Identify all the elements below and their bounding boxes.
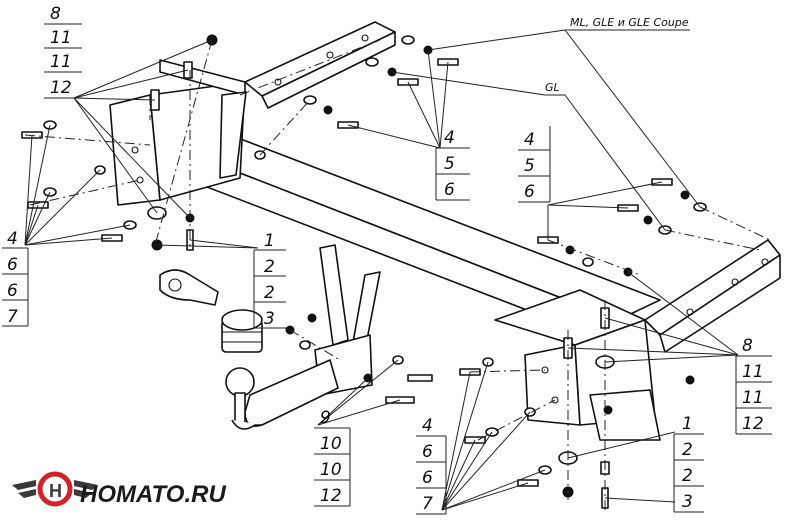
note-gl: GL <box>545 81 560 94</box>
callout-label: 5 <box>524 156 535 176</box>
callout-label: 10 <box>320 434 342 454</box>
callout-label: 11 <box>50 52 72 72</box>
callout-label: 11 <box>742 388 764 408</box>
callout-label: 2 <box>682 440 693 460</box>
callout-label: 3 <box>682 492 693 512</box>
callout-label: 2 <box>264 283 275 303</box>
callout-label: 4 <box>7 229 18 249</box>
callout-label: 10 <box>320 460 342 480</box>
callout-label: 6 <box>524 182 535 202</box>
callout-label: 1 <box>682 414 693 434</box>
right-frame-arm <box>644 239 781 353</box>
callout-label: 12 <box>320 486 342 506</box>
callout-top-center: 4 5 6 <box>435 128 470 201</box>
callout-right-mid: 8 11 11 12 <box>735 336 772 435</box>
callout-label: 2 <box>264 257 275 277</box>
callout-label: 11 <box>742 362 764 382</box>
logo-left-wing-icon <box>12 480 36 498</box>
callout-label: 6 <box>422 468 433 488</box>
callout-label: 9 <box>320 408 331 428</box>
note-ml-gle: ML, GLE и GLE Coupe <box>570 16 689 29</box>
homato-logo: H HOMATO.RU <box>12 471 226 508</box>
callout-label: 2 <box>682 466 693 486</box>
left-frame-arm <box>244 21 396 109</box>
socket-plate <box>159 269 219 306</box>
callout-label: 8 <box>50 4 61 24</box>
callout-label: 4 <box>524 130 535 150</box>
callout-center-bolts: 1 2 2 3 <box>253 231 286 329</box>
callout-label: 6 <box>444 180 455 200</box>
callout-label: 12 <box>742 414 764 434</box>
callout-bottom-right: 1 2 2 3 <box>673 414 704 513</box>
callout-bottom-center: 4 6 6 7 <box>416 416 447 515</box>
callout-label: 11 <box>50 28 72 48</box>
logo-ring-icon <box>37 471 73 507</box>
callout-label: 7 <box>422 494 433 514</box>
callout-left: 4 6 6 7 <box>2 229 29 327</box>
callout-label: 1 <box>264 231 275 251</box>
logo-text: HOMATO.RU <box>80 481 226 508</box>
leader-lines <box>24 29 739 511</box>
callout-right-upper: 4 5 6 <box>518 126 551 203</box>
callout-ball-mount: 9 10 10 12 <box>314 408 351 507</box>
center-lines <box>24 39 771 510</box>
callout-top-left: 8 11 11 12 <box>44 4 82 99</box>
callout-label: 3 <box>264 309 275 329</box>
callout-label: 8 <box>742 336 753 356</box>
callout-label: 4 <box>422 416 433 436</box>
callout-label: 4 <box>444 128 455 148</box>
left-side-bracket <box>109 59 247 206</box>
callout-label: 6 <box>7 255 18 275</box>
callout-label: 6 <box>422 442 433 462</box>
ball-cover <box>221 309 263 353</box>
logo-right-wing-icon <box>74 480 98 498</box>
ball-mount-neck <box>225 244 381 430</box>
callout-label: 7 <box>7 307 18 327</box>
callout-label: 6 <box>7 281 18 301</box>
right-side-bracket <box>494 289 661 441</box>
svg-text:H: H <box>49 481 62 501</box>
callout-label: 12 <box>50 78 72 98</box>
callout-label: 5 <box>444 154 455 174</box>
